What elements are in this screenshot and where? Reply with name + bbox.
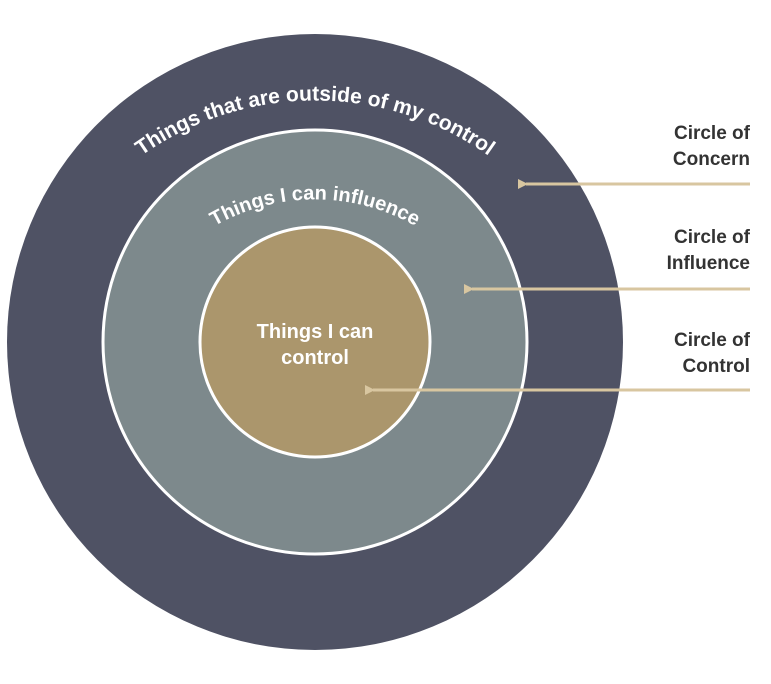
control-label-line2: Control [682,356,750,377]
influence-label-line2: Influence [667,253,750,274]
control-center-text-line1: Things I can [257,321,374,343]
concern-label-line1: Circle of [674,123,751,144]
control-center-text-line2: control [281,347,349,369]
concern-label-line2: Concern [673,149,750,170]
circle-of-control [198,225,432,459]
control-label-line1: Circle of [674,330,751,351]
influence-label-line1: Circle of [674,227,751,248]
